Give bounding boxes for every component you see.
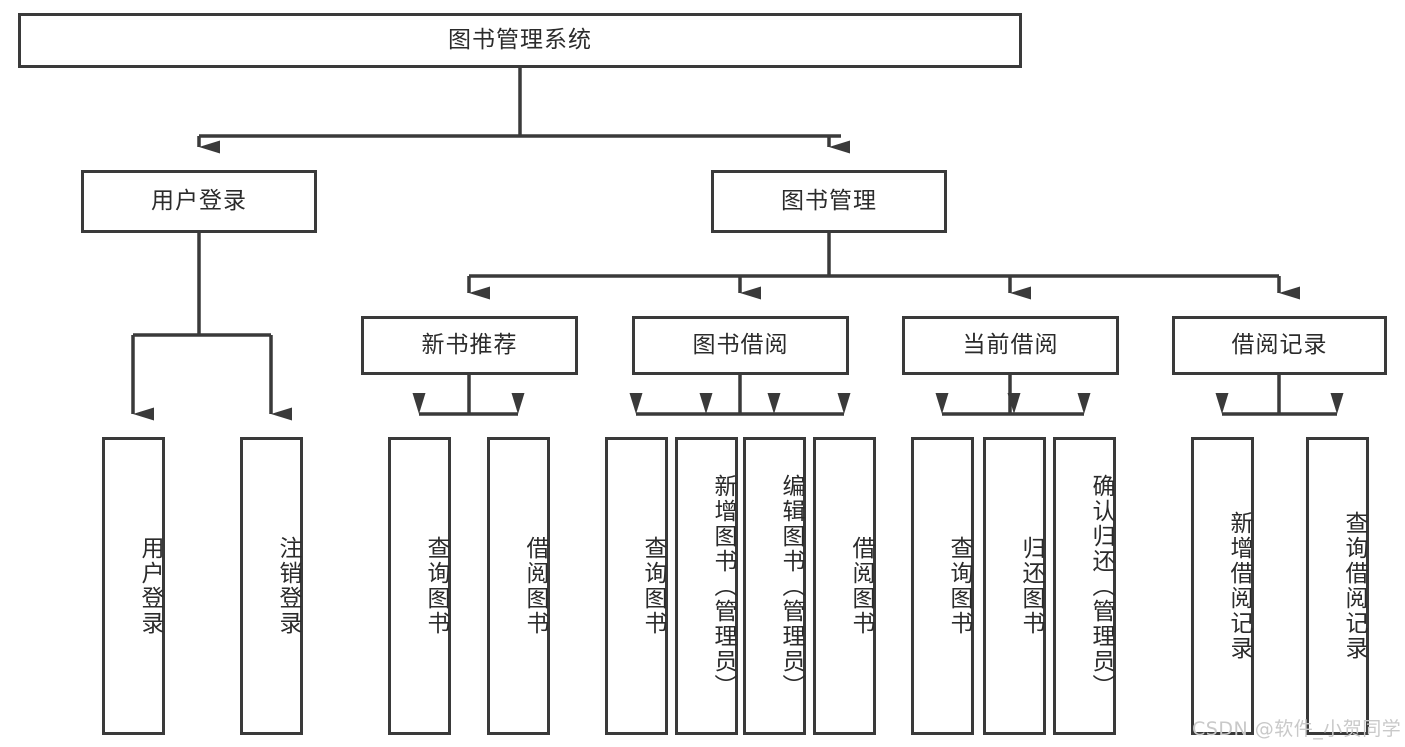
node-root-label: 图书管理系统 bbox=[448, 26, 592, 53]
leaf-query-book-current[interactable]: 查询图书 bbox=[911, 437, 974, 735]
leaf-borrow-book-recommend-label: 借阅图书 bbox=[522, 536, 548, 636]
node-user-login-label: 用户登录 bbox=[151, 187, 247, 214]
leaf-logout-login-label: 注销登录 bbox=[275, 536, 301, 636]
leaf-edit-book-admin-label: 编辑图书（管理员） bbox=[778, 473, 804, 699]
leaf-query-borrow-record-label: 查询借阅记录 bbox=[1341, 511, 1367, 661]
leaf-query-book-recommend-label: 查询图书 bbox=[423, 536, 449, 636]
node-current-borrow-label: 当前借阅 bbox=[962, 331, 1059, 358]
node-user-login[interactable]: 用户登录 bbox=[81, 170, 317, 233]
leaf-query-book-borrow-label: 查询图书 bbox=[640, 536, 666, 636]
node-book-management[interactable]: 图书管理 bbox=[711, 170, 947, 233]
leaf-logout-login[interactable]: 注销登录 bbox=[240, 437, 303, 735]
node-book-management-label: 图书管理 bbox=[781, 187, 877, 214]
leaf-edit-book-admin[interactable]: 编辑图书（管理员） bbox=[743, 437, 806, 735]
node-root[interactable]: 图书管理系统 bbox=[18, 13, 1022, 68]
leaf-user-login-label: 用户登录 bbox=[137, 536, 163, 636]
node-borrow-records-label: 借阅记录 bbox=[1231, 331, 1328, 358]
node-borrow-records[interactable]: 借阅记录 bbox=[1172, 316, 1387, 375]
node-book-borrow-label: 图书借阅 bbox=[692, 331, 789, 358]
node-current-borrow[interactable]: 当前借阅 bbox=[902, 316, 1119, 375]
leaf-borrow-book-recommend[interactable]: 借阅图书 bbox=[487, 437, 550, 735]
leaf-query-book-borrow[interactable]: 查询图书 bbox=[605, 437, 668, 735]
leaf-add-borrow-record[interactable]: 新增借阅记录 bbox=[1191, 437, 1254, 735]
leaf-add-borrow-record-label: 新增借阅记录 bbox=[1226, 511, 1252, 661]
node-new-book-recommend-label: 新书推荐 bbox=[421, 331, 518, 358]
leaf-confirm-return-admin[interactable]: 确认归还（管理员） bbox=[1053, 437, 1116, 735]
leaf-borrow-book[interactable]: 借阅图书 bbox=[813, 437, 876, 735]
leaf-query-borrow-record[interactable]: 查询借阅记录 bbox=[1306, 437, 1369, 735]
leaf-borrow-book-label: 借阅图书 bbox=[848, 536, 874, 636]
leaf-return-book[interactable]: 归还图书 bbox=[983, 437, 1046, 735]
node-book-borrow[interactable]: 图书借阅 bbox=[632, 316, 849, 375]
leaf-add-book-admin[interactable]: 新增图书（管理员） bbox=[675, 437, 738, 735]
leaf-add-book-admin-label: 新增图书（管理员） bbox=[710, 473, 736, 699]
leaf-query-book-current-label: 查询图书 bbox=[946, 536, 972, 636]
watermark-csdn: CSDN @软件_小贺同学 bbox=[1192, 718, 1402, 740]
leaf-query-book-recommend[interactable]: 查询图书 bbox=[388, 437, 451, 735]
leaf-return-book-label: 归还图书 bbox=[1018, 536, 1044, 636]
leaf-user-login[interactable]: 用户登录 bbox=[102, 437, 165, 735]
node-new-book-recommend[interactable]: 新书推荐 bbox=[361, 316, 578, 375]
leaf-confirm-return-admin-label: 确认归还（管理员） bbox=[1088, 473, 1114, 699]
